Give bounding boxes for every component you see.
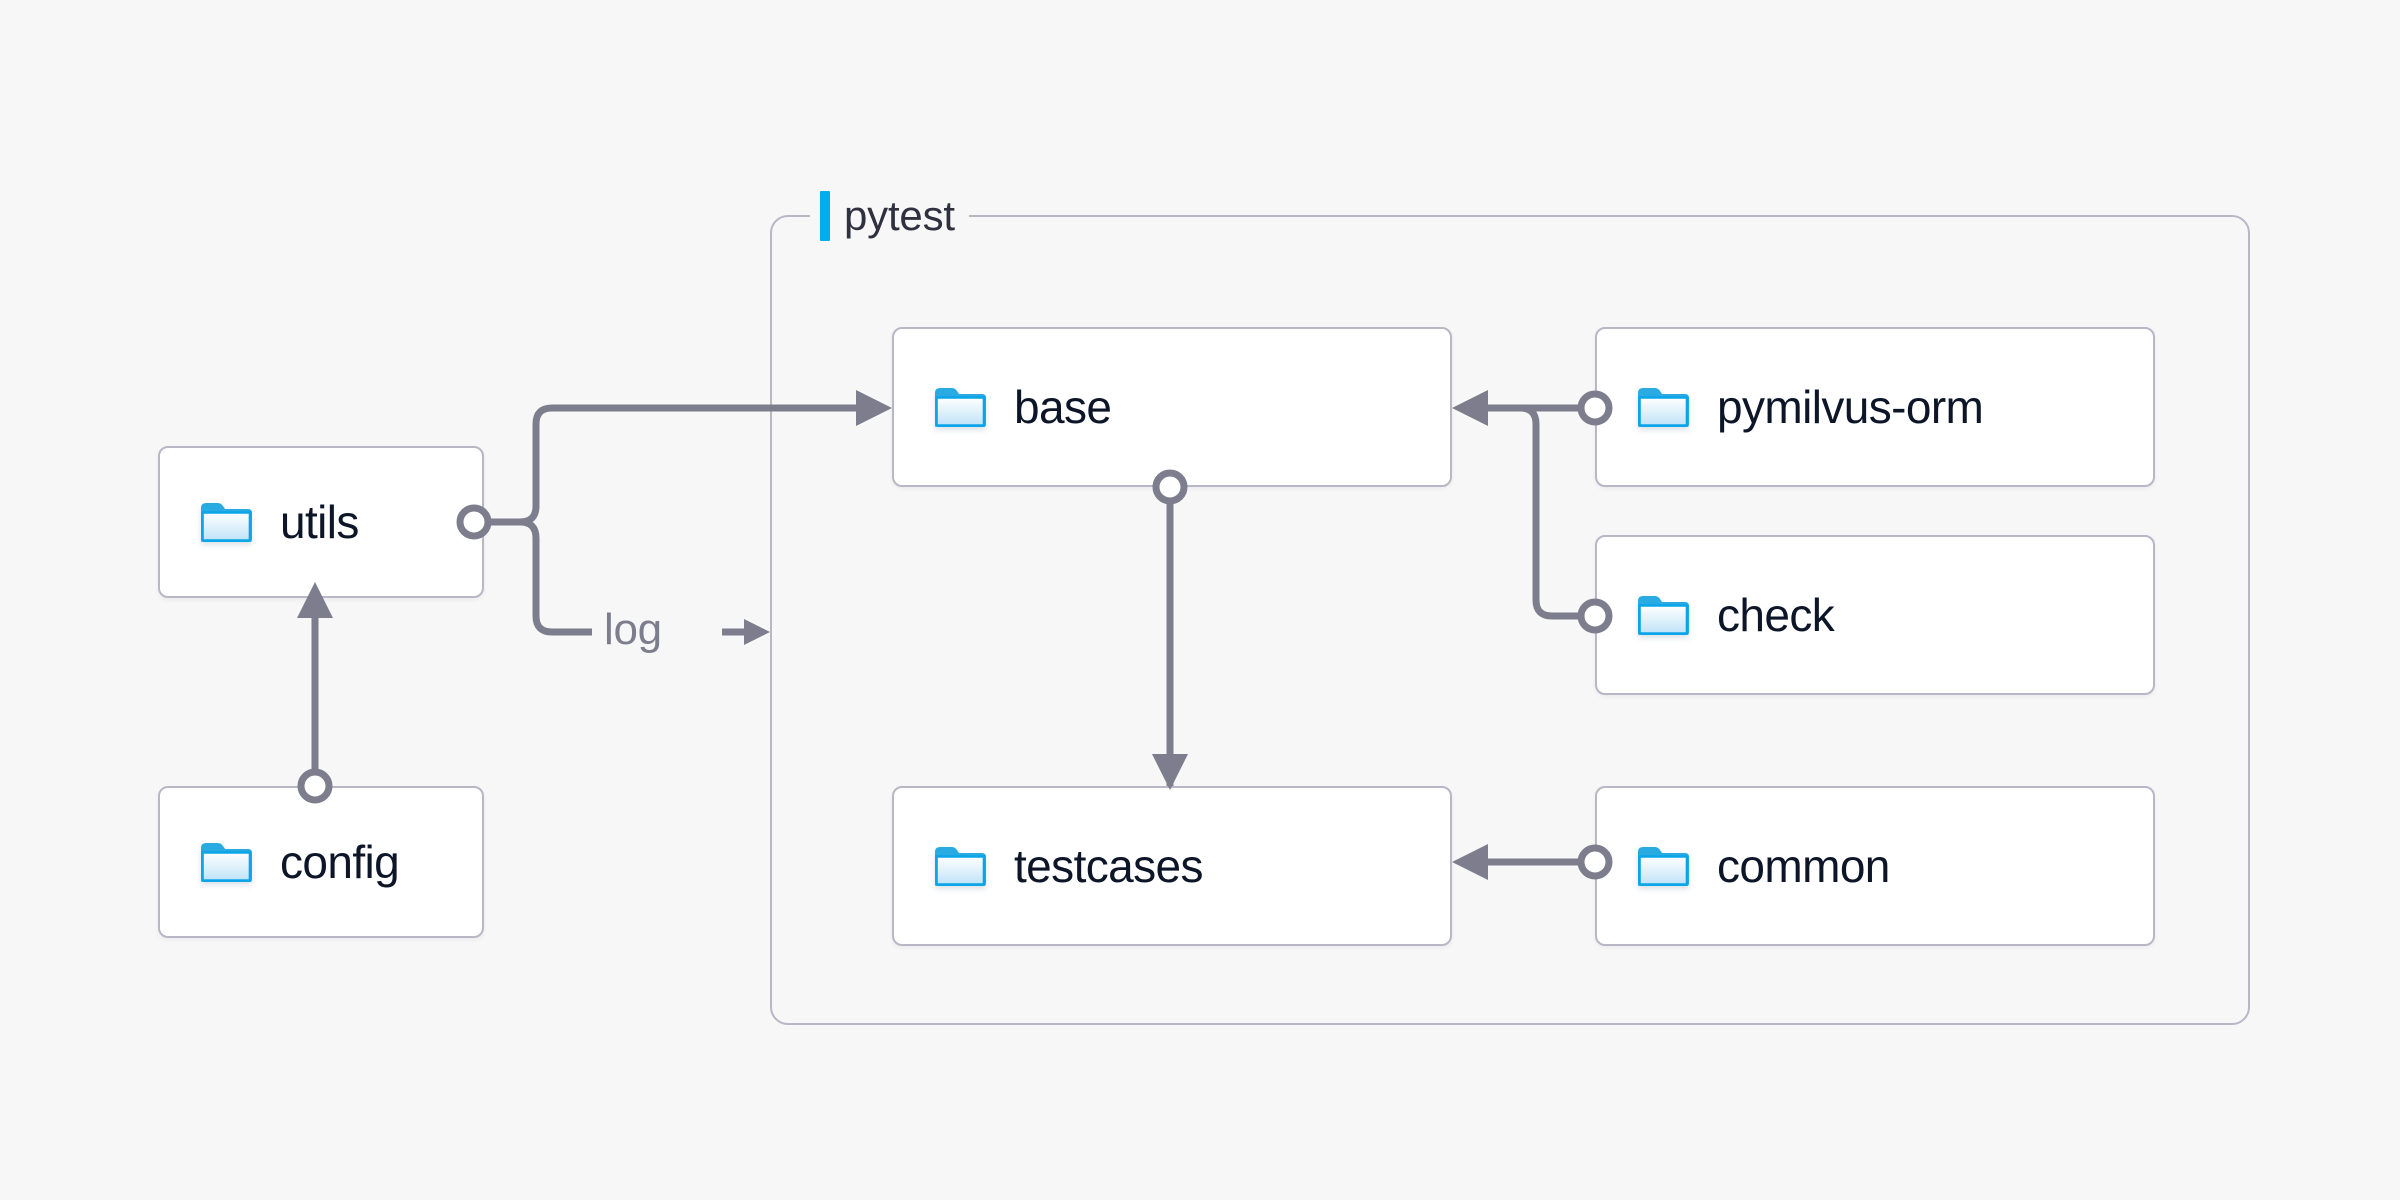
node-check-label: check <box>1717 589 1835 641</box>
folder-icon <box>935 388 986 427</box>
pytest-accent-bar <box>820 191 830 241</box>
folder-icon <box>935 847 986 886</box>
node-utils-inner: utils <box>160 499 359 545</box>
folder-icon <box>201 503 252 542</box>
node-utils-label: utils <box>280 496 359 548</box>
folder-icon <box>1638 388 1689 427</box>
node-common-inner: common <box>1597 843 1890 889</box>
node-pymilvus-orm-label: pymilvus-orm <box>1717 381 1984 433</box>
folder-icon <box>1638 596 1689 635</box>
node-common[interactable]: common <box>1595 786 2155 946</box>
folder-icon <box>1638 847 1689 886</box>
node-check-inner: check <box>1597 589 1835 641</box>
node-common-label: common <box>1717 840 1890 892</box>
node-pymilvus-orm-inner: pymilvus-orm <box>1597 381 1984 433</box>
node-base[interactable]: base <box>892 327 1452 487</box>
group-pytest <box>770 215 2250 1025</box>
node-testcases[interactable]: testcases <box>892 786 1452 946</box>
node-config-label: config <box>280 836 400 888</box>
folder-icon <box>201 843 252 882</box>
node-base-inner: base <box>894 381 1112 433</box>
node-testcases-label: testcases <box>1014 840 1204 892</box>
node-pymilvus-orm[interactable]: pymilvus-orm <box>1595 327 2155 487</box>
log-arrow-icon <box>722 619 770 645</box>
node-testcases-inner: testcases <box>894 840 1204 892</box>
node-config[interactable]: config <box>158 786 484 938</box>
edge-label-log: log <box>604 605 662 654</box>
node-utils[interactable]: utils <box>158 446 484 598</box>
node-config-inner: config <box>160 836 400 888</box>
group-pytest-label: pytest <box>844 192 955 239</box>
group-pytest-label-wrap: pytest <box>810 188 969 244</box>
node-base-label: base <box>1014 381 1112 433</box>
node-check[interactable]: check <box>1595 535 2155 695</box>
